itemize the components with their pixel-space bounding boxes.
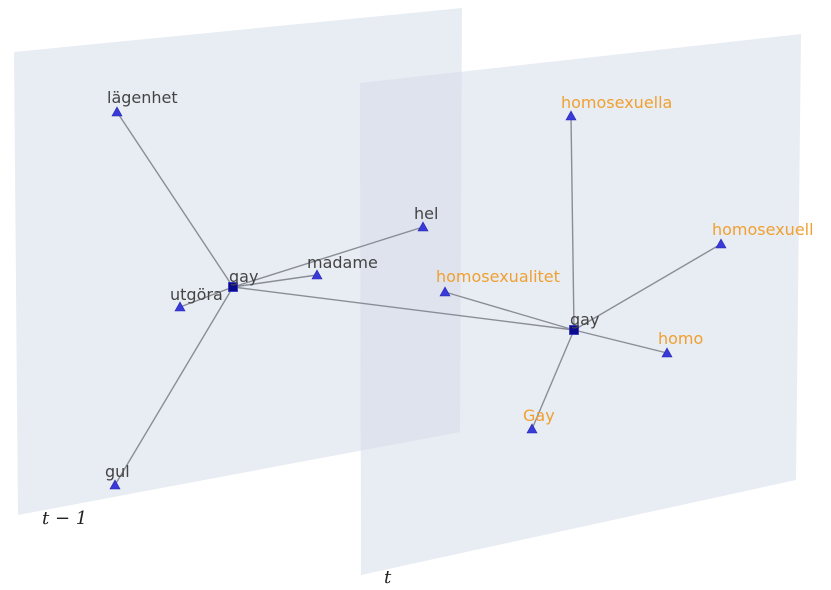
plane-previous [14, 8, 462, 515]
node-label-madame: madame [307, 253, 378, 272]
node-label-homosexuell: homosexuell [712, 220, 814, 239]
edge-gay_prev-utgora [179, 286, 234, 308]
nodes-layer: gay lägenhet hel madame utgöra gul gay homosexu… [105, 88, 814, 490]
edge-gay_curr-homo [573, 329, 668, 354]
node-marker-homosexuell [715, 238, 727, 249]
node-marker-hel [417, 221, 429, 232]
edge-gay_curr-homosexualitet [444, 291, 575, 331]
node-label-lagenhet: lägenhet [107, 88, 178, 107]
node-marker-homo [661, 347, 673, 358]
node-marker-lagenhet [111, 106, 123, 117]
edge-gay_prev-gay_curr [232, 286, 575, 331]
edge-gay_prev-hel [232, 226, 424, 288]
plane-previous-label: t − 1 [42, 508, 87, 529]
node-marker-gul [109, 479, 121, 490]
node-label-homo: homo [658, 329, 703, 348]
node-label-utgora: utgöra [170, 285, 223, 304]
node-label-gay_prev: gay [229, 267, 258, 286]
node-label-homosexuella: homosexuella [561, 93, 672, 112]
node-marker-homosexualitet [439, 286, 451, 297]
node-marker-gay_curr [569, 325, 579, 335]
edge-gay_curr-homosexuella [570, 115, 575, 331]
edge-gay_prev-lagenhet [116, 111, 234, 288]
edge-gay_curr-Gay [531, 329, 575, 430]
edges-layer [114, 111, 722, 486]
node-label-hel: hel [414, 204, 438, 223]
node-marker-gay_prev [228, 282, 238, 292]
node-label-Gay: Gay [523, 406, 555, 425]
edge-gay_curr-homosexuell [573, 243, 722, 331]
node-marker-madame [311, 269, 323, 280]
edge-gay_prev-gul [114, 286, 234, 486]
node-label-gay_curr: gay [570, 310, 599, 329]
plane-current [360, 34, 801, 575]
node-label-gul: gul [105, 462, 130, 481]
node-marker-Gay [526, 423, 538, 434]
node-marker-utgora [174, 301, 186, 312]
node-label-homosexualitet: homosexualitet [436, 267, 560, 286]
edge-gay_prev-madame [232, 274, 318, 288]
node-marker-homosexuella [565, 110, 577, 121]
plane-current-label: t [384, 567, 392, 588]
